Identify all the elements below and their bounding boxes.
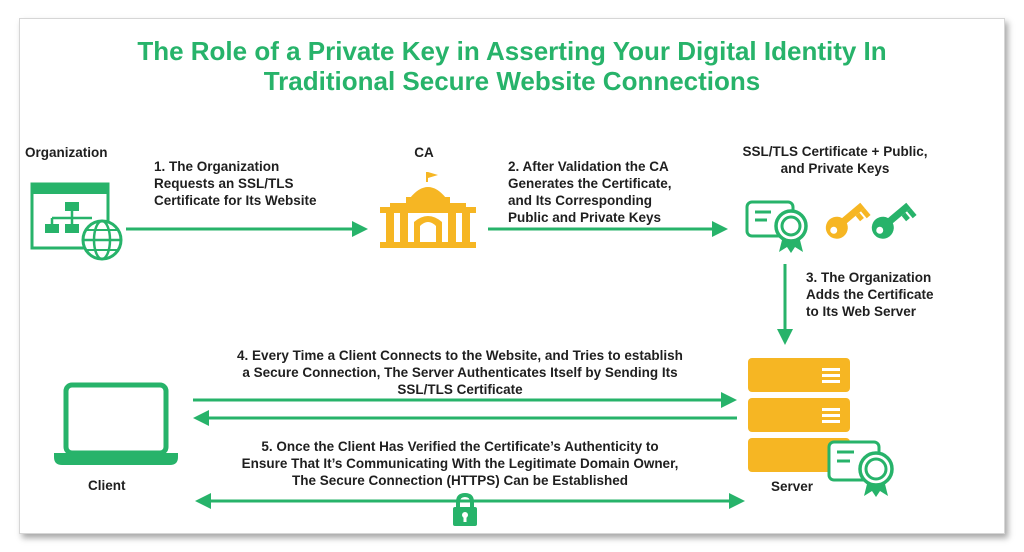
arrow-client-to-server: [193, 392, 737, 408]
certificate-icon: [745, 200, 808, 253]
step-2-label: 2. After Validation the CA Generates the…: [508, 159, 672, 225]
step-5-label: 5. Once the Client Has Verified the Cert…: [241, 439, 679, 488]
keys-label: SSL/TLS Certificate + Public, and Privat…: [742, 144, 928, 176]
arrow-org-to-ca: [126, 221, 368, 237]
title-line-1: The Role of a Private Key in Asserting Y…: [137, 36, 887, 66]
server-label: Server: [771, 479, 814, 494]
step-3-label: 3. The Organization Adds the Certificate…: [806, 270, 934, 319]
server-rack-icon: [748, 358, 850, 472]
certificate-icon: [827, 440, 894, 497]
arrow-ca-to-keys: [488, 221, 728, 237]
arrow-server-to-client: [193, 410, 737, 426]
padlock-icon: [453, 492, 477, 526]
client-label: Client: [88, 478, 126, 493]
laptop-icon: [54, 382, 178, 465]
ca-label: CA: [414, 145, 434, 160]
key-icon: [825, 202, 871, 239]
website-sitemap-globe-icon: [30, 182, 123, 261]
government-building-icon: [380, 172, 476, 248]
diagram-title: The Role of a Private Key in Asserting Y…: [0, 36, 1024, 96]
organization-label: Organization: [25, 145, 108, 160]
step-4-label: 4. Every Time a Client Connects to the W…: [237, 348, 683, 397]
step-1-label: 1. The Organization Requests an SSL/TLS …: [154, 159, 317, 208]
title-line-2: Traditional Secure Website Connections: [263, 66, 761, 96]
arrow-keys-to-server: [777, 264, 793, 345]
key-icon: [871, 202, 917, 239]
